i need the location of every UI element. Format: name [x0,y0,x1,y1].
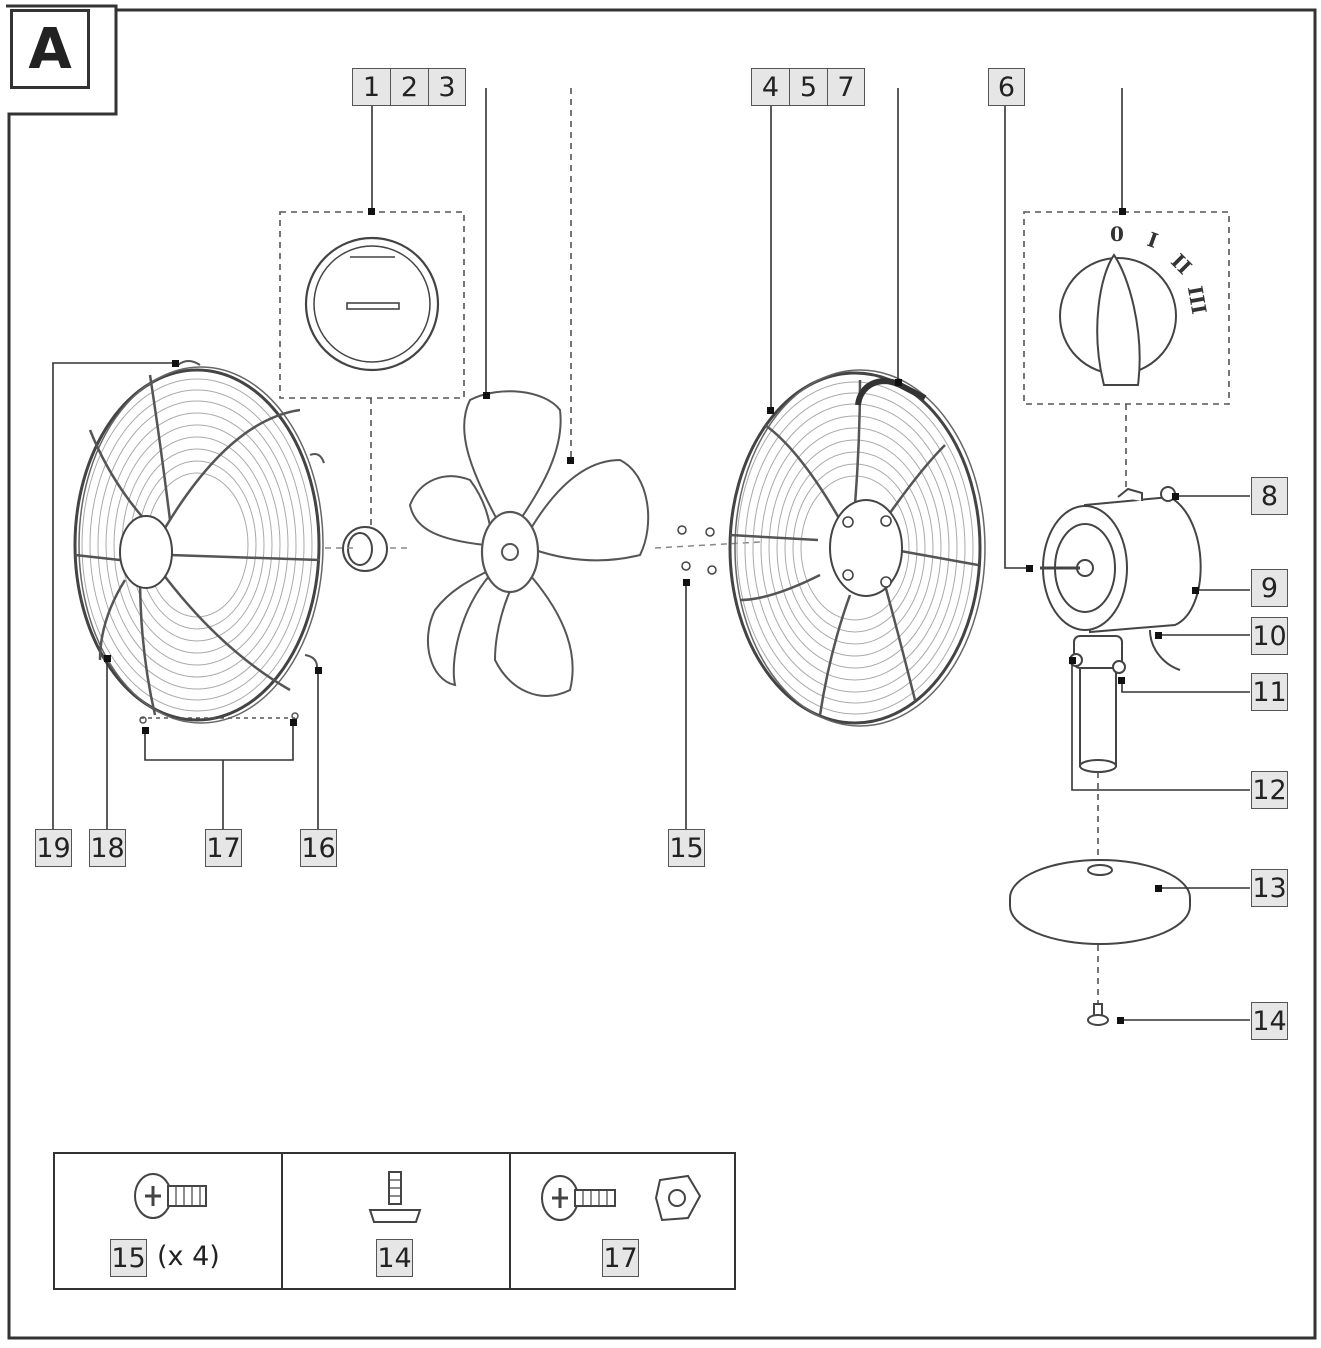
part-label-10: 10 [1251,617,1288,655]
screw-and-nut-icon [541,1174,702,1222]
part-label-3: 3 [428,68,466,106]
part-label-5: 5 [789,68,827,106]
panel-letter-tab [6,4,118,114]
motor-housing-illustration [1042,486,1202,671]
panel-letter: A [10,9,90,89]
part-label-4: 4 [751,68,789,106]
part-label-7: 7 [827,68,865,106]
mounting-screws-15 [677,525,717,575]
base-screw-icon [368,1171,422,1223]
spinner-detail [304,236,440,372]
stand-tube-illustration [1069,635,1126,773]
part-label-18: 18 [89,829,126,867]
leader-lines [52,88,1250,1021]
table-label-17: 17 [602,1239,639,1277]
front-guard-illustration [728,369,986,727]
part-label-14: 14 [1251,1002,1288,1040]
base-screw-illustration [1087,1003,1109,1026]
part-label-12: 12 [1251,771,1288,809]
knob-mark-3: III [1182,284,1212,316]
speed-knob-detail [1059,253,1177,386]
part-label-15: 15 [668,829,705,867]
leader-dots [104,208,1199,1024]
table-label-15: 15 [110,1239,147,1277]
guard-screws-17 [139,712,299,724]
part-label-1: 1 [352,68,390,106]
parts-table [53,1152,736,1290]
part-label-8: 8 [1251,477,1288,515]
label-group-1-2-3: 1 2 3 [352,68,466,106]
part-label-13: 13 [1251,869,1288,907]
screw-icon [134,1173,207,1219]
knob-mark-0: 0 [1110,222,1124,246]
table-label-14: 14 [376,1239,413,1277]
part-label-19: 19 [35,829,72,867]
rear-guard-illustration [73,360,325,724]
part-label-2: 2 [390,68,428,106]
part-label-9: 9 [1251,569,1288,607]
part-label-11: 11 [1251,673,1288,711]
part-label-16: 16 [300,829,337,867]
part-label-6: 6 [988,68,1025,106]
base-plate-illustration [1009,859,1191,945]
part-label-17: 17 [205,829,242,867]
label-group-4-5-7: 4 5 7 [751,68,865,106]
fan-blade-illustration [408,390,650,697]
table-quantity-15: (x 4) [157,1241,220,1272]
spinner-cap [342,526,388,572]
